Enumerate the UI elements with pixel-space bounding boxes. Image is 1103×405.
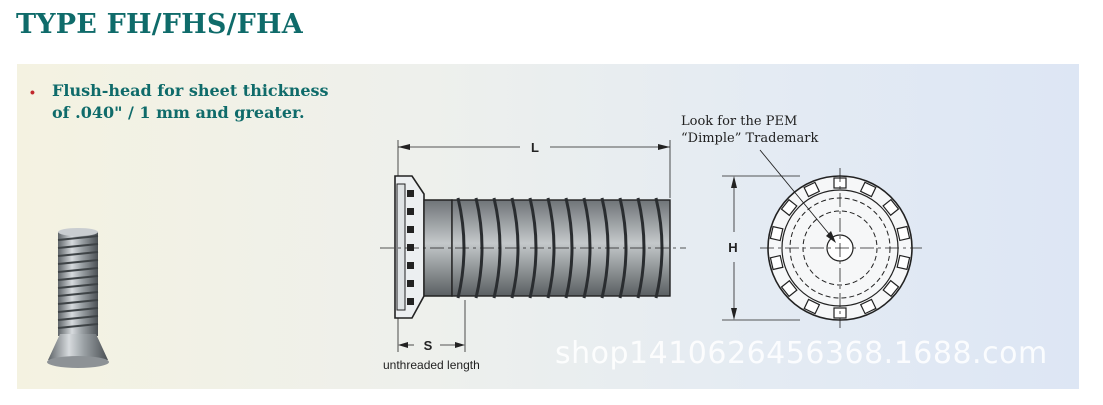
bullet-marker: • — [30, 84, 35, 100]
page-title: TYPE FH/FHS/FHA — [16, 9, 303, 40]
callout-line-1: Look for the PEM — [681, 114, 797, 129]
side-view: L S unthreaded length — [380, 140, 686, 372]
dimension-s-label: S — [424, 338, 433, 353]
callout-line-2: “Dimple” Trademark — [681, 131, 818, 146]
watermark-text: shop1410626456368.1688.com — [555, 336, 1048, 371]
feature-description: Flush-head for sheet thickness of .040" … — [52, 81, 329, 123]
end-view: H — [722, 149, 922, 328]
unthreaded-length-caption: unthreaded length — [383, 358, 480, 372]
dimension-h-label: H — [728, 240, 737, 255]
stud-photo — [47, 228, 109, 368]
dimension-l-label: L — [531, 140, 539, 155]
